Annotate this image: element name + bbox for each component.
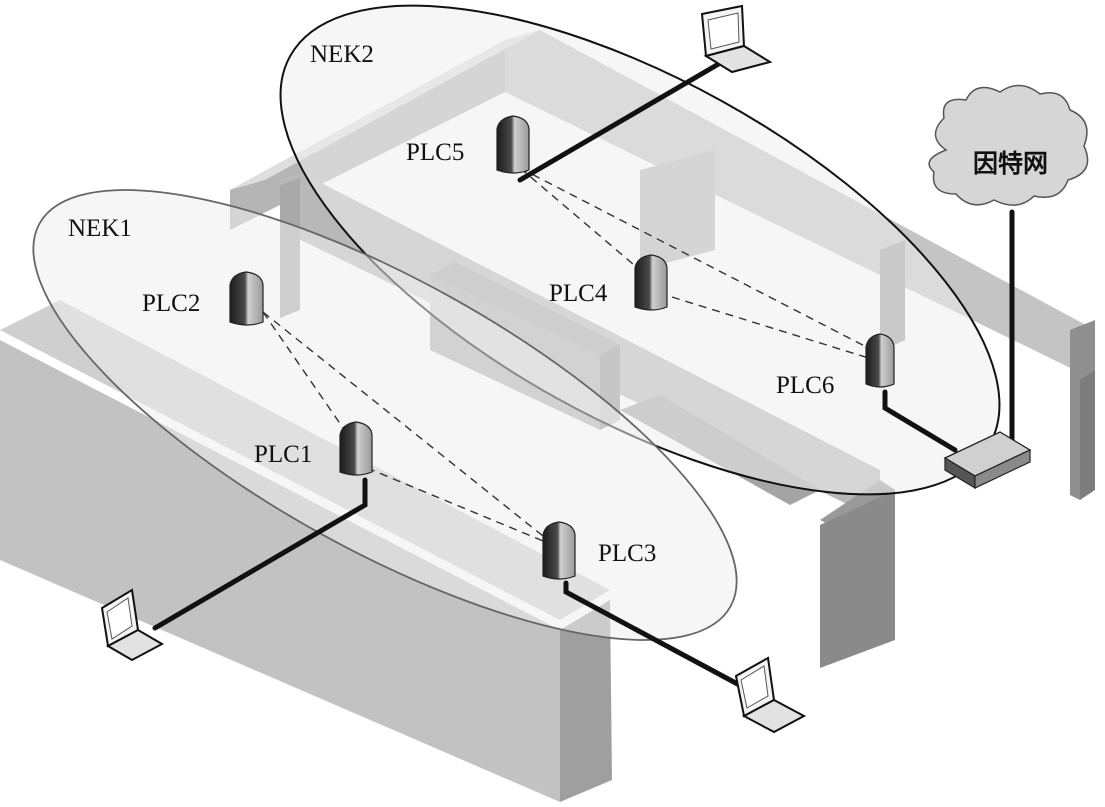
plc4-label: PLC4 <box>549 280 608 307</box>
laptop-icon <box>734 656 807 734</box>
plc-adapters <box>229 115 895 580</box>
laptop-icon <box>700 4 773 74</box>
ethernet-cables <box>152 59 1015 691</box>
plc3-label: PLC3 <box>598 540 656 567</box>
router-device <box>943 431 1032 490</box>
plc4-device <box>634 254 668 311</box>
plc5-device <box>496 115 530 174</box>
plc2-device <box>229 271 264 326</box>
plc3-device <box>542 521 576 580</box>
internet-cloud-icon <box>928 84 1089 206</box>
nek2-label: NEK2 <box>310 41 374 68</box>
plc1-device <box>339 421 373 476</box>
plc1-label: PLC1 <box>254 441 312 468</box>
internet-label: 因特网 <box>973 149 1048 178</box>
dashed-links <box>262 167 881 544</box>
labels: NEK2 NEK1 PLC1 PLC2 PLC3 PLC4 PLC5 PLC6 … <box>68 41 1048 567</box>
plc5-label: PLC5 <box>406 139 464 166</box>
plc6-label: PLC6 <box>776 372 834 399</box>
nek1-label: NEK1 <box>68 215 132 242</box>
laptop-icon <box>100 588 165 662</box>
plc6-device <box>865 333 895 388</box>
plc2-label: PLC2 <box>142 290 200 317</box>
